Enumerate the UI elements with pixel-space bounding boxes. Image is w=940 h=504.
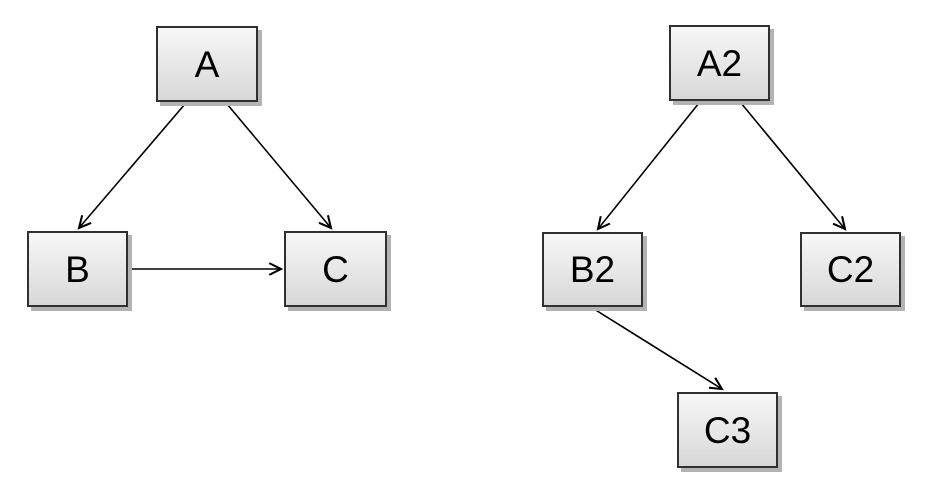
node-label: C <box>322 248 349 290</box>
node-B[interactable]: B <box>27 231 128 307</box>
edge-B2-C3[interactable] <box>593 308 724 391</box>
node-label: A2 <box>696 42 743 84</box>
node-label: C3 <box>703 409 752 451</box>
node-C2[interactable]: C2 <box>800 232 901 307</box>
node-label: A <box>194 43 220 85</box>
edge-A2-C2[interactable] <box>740 102 847 231</box>
node-B2[interactable]: B2 <box>542 232 643 307</box>
node-A2[interactable]: A2 <box>669 25 770 101</box>
node-C[interactable]: C <box>284 231 387 307</box>
node-label: B2 <box>569 249 616 290</box>
edge-A2-B2[interactable] <box>596 102 700 231</box>
edge-A-C[interactable] <box>226 103 333 230</box>
node-A[interactable]: A <box>156 26 258 102</box>
node-label: B <box>65 248 90 290</box>
edge-A-B[interactable] <box>77 103 186 230</box>
node-C3[interactable]: C3 <box>677 392 778 468</box>
edges-group <box>77 102 847 391</box>
node-label: C2 <box>826 249 875 290</box>
